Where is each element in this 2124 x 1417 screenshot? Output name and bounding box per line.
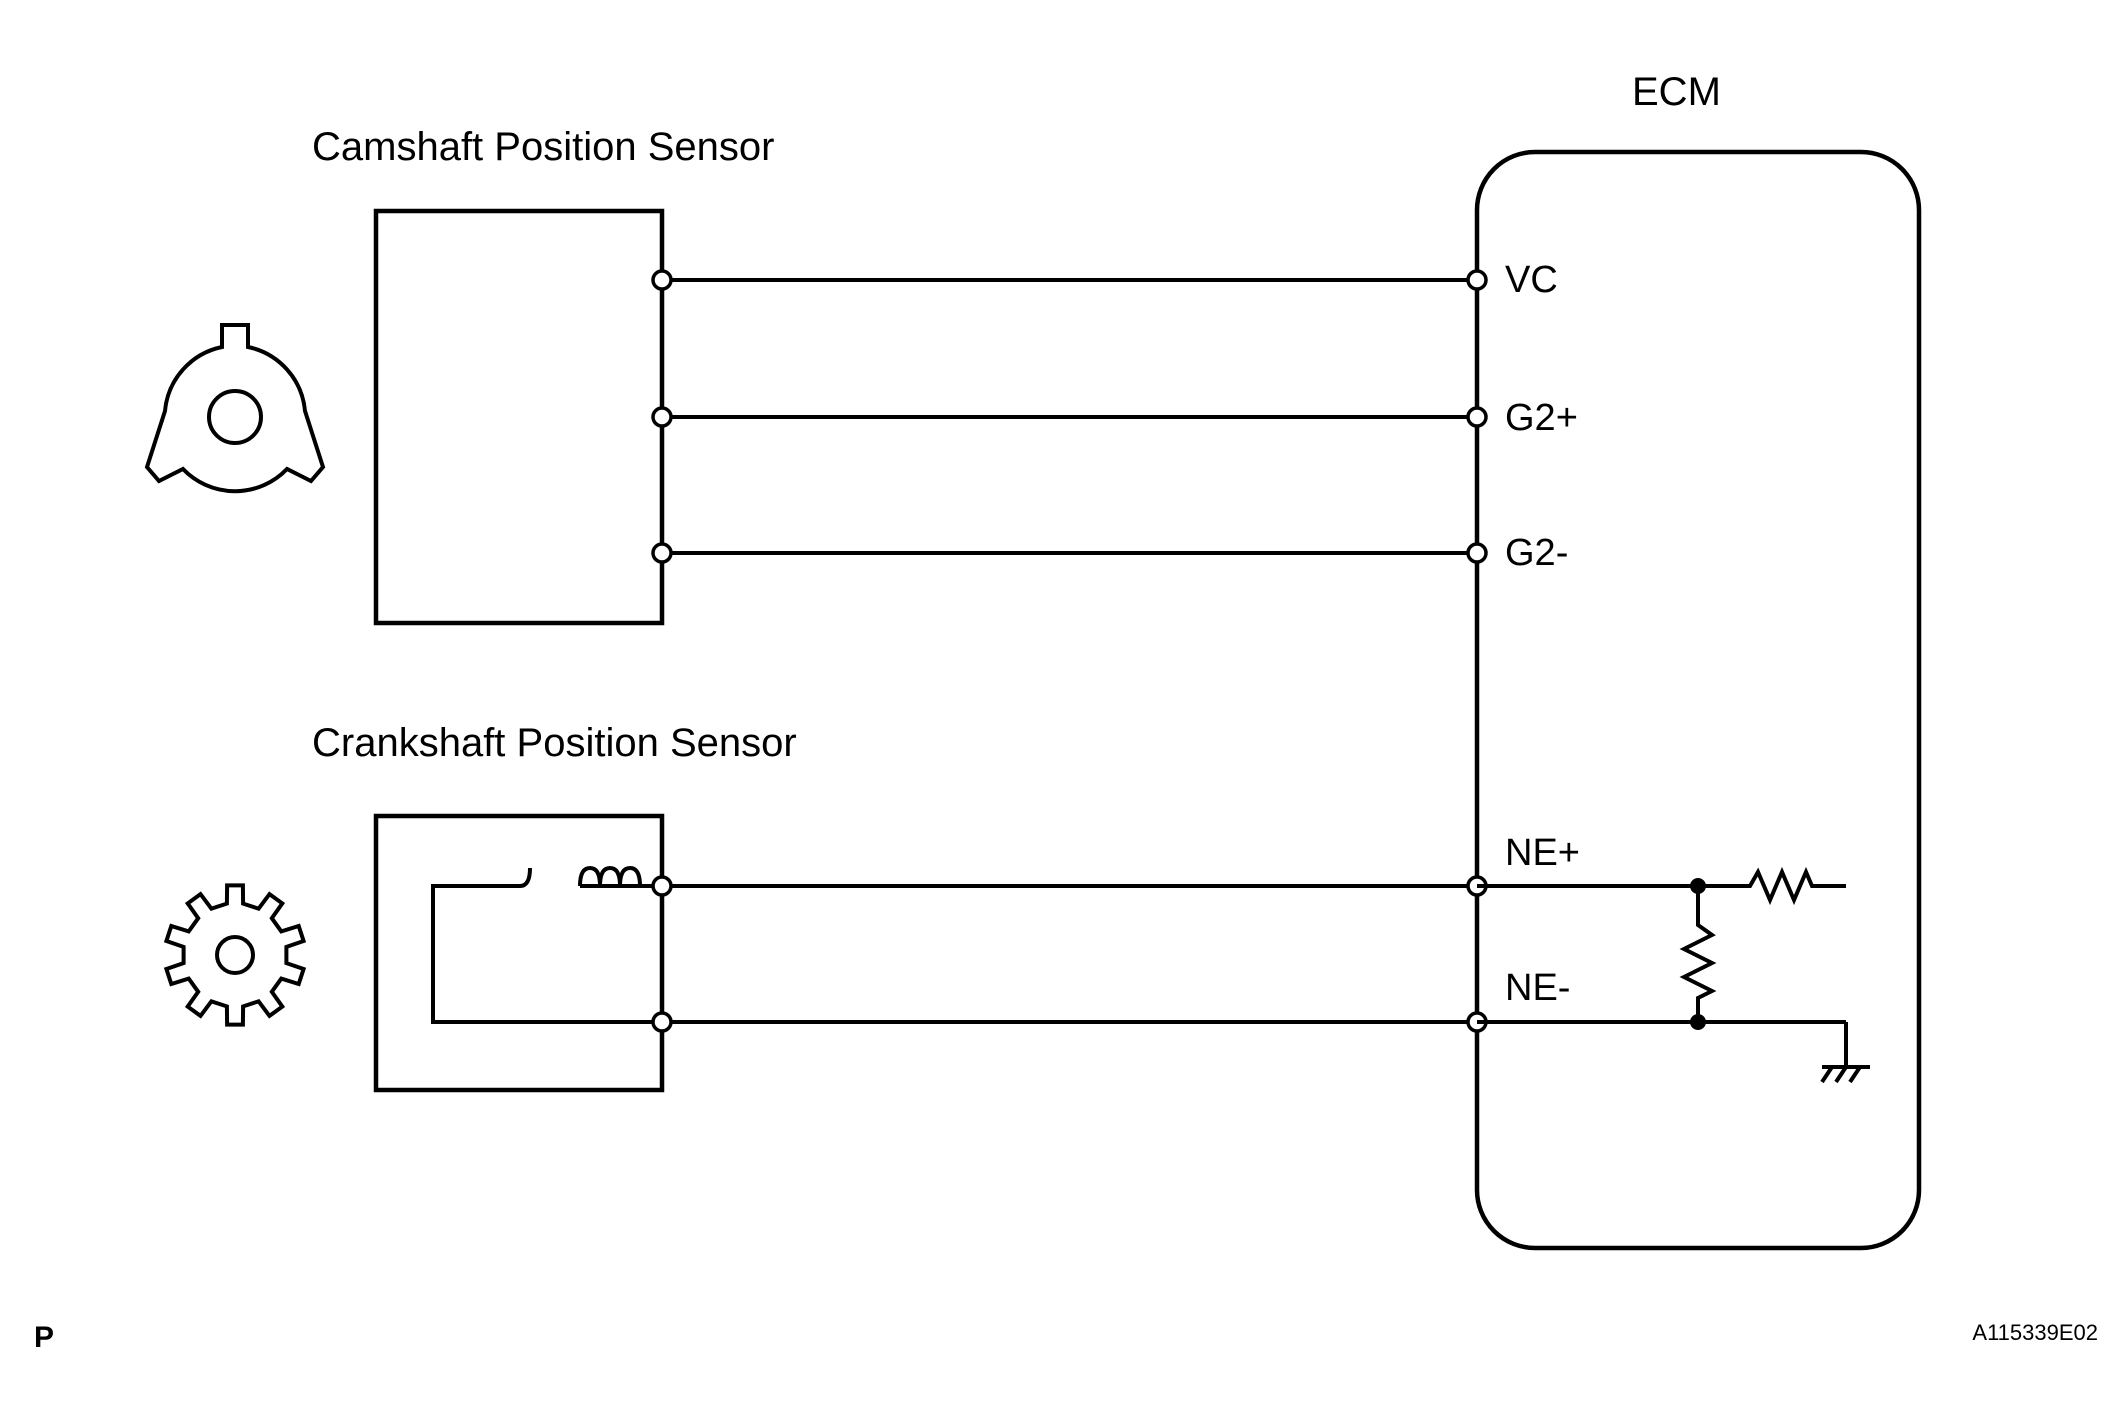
ecm-terminal-g2-plus <box>1466 406 1488 428</box>
crank-terminal-ne-minus <box>651 1011 673 1033</box>
pin-label-vc: VC <box>1505 259 1558 301</box>
figure-code: A115339E02 <box>1972 1320 2098 1345</box>
corner-left-label: P <box>34 1321 54 1354</box>
ecm-internal-circuit <box>1477 866 1848 1067</box>
pin-label-g2-plus: G2+ <box>1505 397 1578 439</box>
cam-terminal-vc <box>651 269 673 291</box>
ground-icon <box>1820 1065 1870 1084</box>
ecm-label: ECM <box>1632 70 1721 114</box>
series-resistor-icon <box>1740 866 1846 906</box>
camshaft-sensor-box <box>373 208 665 626</box>
pin-label-g2-minus: G2- <box>1505 532 1568 574</box>
cam-terminal-g2-minus <box>651 542 673 564</box>
camshaft-rotor-icon <box>144 323 326 494</box>
junction-dot-top <box>1690 878 1706 894</box>
camshaft-sensor-label: Camshaft Position Sensor <box>312 125 774 169</box>
crankshaft-sensor-box <box>373 813 665 1093</box>
shunt-resistor-icon <box>1679 886 1717 1022</box>
junction-dot-bottom <box>1690 1014 1706 1030</box>
crankshaft-sensor-label: Crankshaft Position Sensor <box>312 721 797 765</box>
ecm-terminal-g2-minus <box>1466 542 1488 564</box>
crankshaft-gear-icon <box>163 883 307 1027</box>
pickup-coil-icon <box>431 865 662 1024</box>
pin-label-ne-minus: NE- <box>1505 967 1570 1009</box>
ecm-module-box <box>1474 149 1922 1251</box>
ecm-terminal-vc <box>1466 269 1488 291</box>
cam-terminal-g2-plus <box>651 406 673 428</box>
pin-label-ne-plus: NE+ <box>1505 832 1580 874</box>
crank-terminal-ne-plus <box>651 875 673 897</box>
